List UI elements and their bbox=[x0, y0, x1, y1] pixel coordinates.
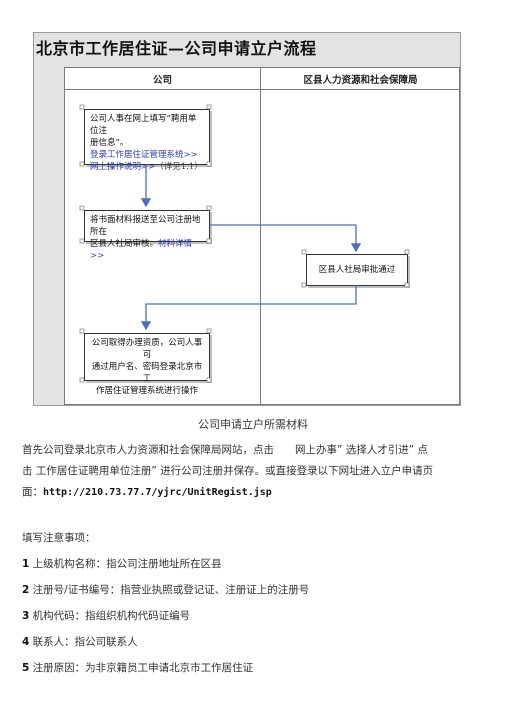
note-text: 上级机构名称：指公司注册地址所在区县 bbox=[32, 558, 222, 570]
note-item-4: 4 联系人：指公司联系人 bbox=[22, 634, 138, 649]
step2-line1: 将书面材料报送至公司注册地所在 bbox=[90, 215, 201, 237]
login-system-link[interactable]: 登录工作居住证管理系统>> bbox=[90, 150, 198, 160]
note-num: 1 bbox=[22, 558, 30, 570]
section-title: 公司申请立户所需材料 bbox=[198, 418, 308, 431]
note-num: 5 bbox=[22, 662, 30, 674]
note-item-1: 1 上级机构名称：指公司注册地址所在区县 bbox=[22, 556, 222, 571]
note-text: 注册号/证书编号：指营业执照或登记证、注册证上的注册号 bbox=[32, 584, 310, 596]
note-text: 联系人：指公司联系人 bbox=[32, 636, 138, 648]
note-item-3: 3 机构代码：指组织机构代码证编号 bbox=[22, 608, 190, 623]
notes-title: 填写注意事项： bbox=[22, 532, 96, 544]
intro-line-2: 击 工作居住证聘用单位注册” 进行公司注册并保存。或直接登录以下网址进入立户申请… bbox=[22, 465, 434, 477]
step1-line2: 册信息”。 bbox=[90, 138, 129, 148]
flowchart: 北京市工作居住证—公司申请立户流程 公司 区县人力资源和社会保障局 公司人事在网… bbox=[33, 32, 461, 406]
lane-company-header: 公司 bbox=[65, 68, 261, 90]
step-fill-registration: 公司人事在网上填写“聘用单位注 册信息”。 登录工作居住证管理系统>> 网上操作… bbox=[84, 109, 210, 172]
step3-text: 区县人社局审批通过 bbox=[318, 265, 396, 275]
step2-line2: 区县人社局审核。 bbox=[90, 239, 159, 249]
note-text: 注册原因：为非京籍员工申请北京市工作居住证 bbox=[32, 662, 254, 674]
step4-line1: 公司取得办理资质，公司人事可 bbox=[91, 338, 203, 360]
step4-line2: 通过用户名、密码登录北京市工 bbox=[91, 362, 203, 384]
note-item-5: 5 注册原因：为非京籍员工申请北京市工作居住证 bbox=[22, 660, 253, 675]
lane-bureau-header: 区县人力资源和社会保障局 bbox=[261, 68, 460, 90]
intro-line-1: 首先公司登录北京市人力资源和社会保障局网站，点击 网上办事” 选择人才引进” 点 bbox=[22, 444, 429, 456]
lane-divider bbox=[260, 90, 261, 404]
step-submit-materials: 将书面材料报送至公司注册地所在 区县人社局审核。材料详情>> bbox=[84, 210, 210, 261]
note-num: 4 bbox=[22, 636, 30, 648]
flow-arrows bbox=[79, 104, 410, 383]
step1-line1: 公司人事在网上填写“聘用单位注 bbox=[90, 114, 197, 136]
step-approval: 区县人社局审批通过 bbox=[306, 254, 408, 286]
document-body: 公司申请立户所需材料 首先公司登录北京市人力资源和社会保障局网站，点击 网上办事… bbox=[22, 416, 484, 503]
note-num: 3 bbox=[22, 610, 30, 622]
step-obtain-qualification: 公司取得办理资质，公司人事可 通过用户名、密码登录北京市工 作居住证管理系统进行… bbox=[84, 333, 210, 396]
url-prefix: 面： bbox=[22, 486, 43, 498]
flowchart-title: 北京市工作居住证—公司申请立户流程 bbox=[36, 39, 317, 58]
arrow-2-to-3 bbox=[209, 224, 362, 253]
note-text: 机构代码：指组织机构代码证编号 bbox=[32, 610, 191, 622]
intro-line-3: 面：http://210.73.77.7/yjrc/UnitRegist.jsp bbox=[22, 482, 484, 503]
step1-note: （详见1.1） bbox=[155, 162, 203, 172]
step4-line3: 作居住证管理系统进行操作 bbox=[95, 386, 198, 396]
note-item-2: 2 注册号/证书编号：指营业执照或登记证、注册证上的注册号 bbox=[22, 582, 309, 597]
online-guide-link[interactable]: 网上操作说明>> bbox=[90, 162, 156, 172]
materials-detail-link[interactable]: 材料详情>> bbox=[90, 239, 193, 261]
arrow-3-to-4 bbox=[140, 285, 357, 331]
note-num: 2 bbox=[22, 584, 30, 596]
registration-url-link[interactable]: http://210.73.77.7/yjrc/UnitRegist.jsp bbox=[43, 487, 272, 498]
